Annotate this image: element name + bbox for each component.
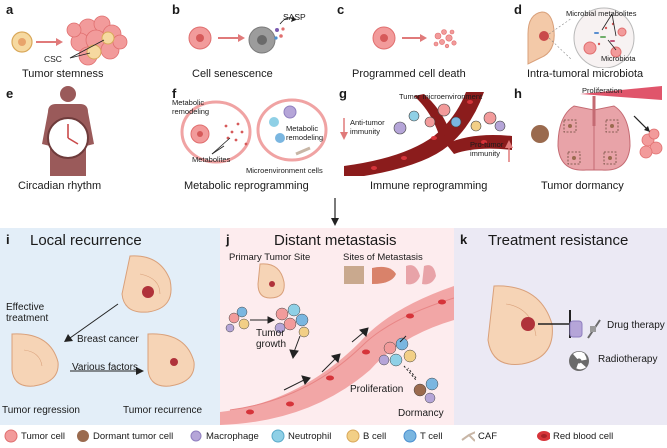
various-factors-label: Various factors	[72, 362, 138, 373]
proliferation-bottom-label: Proliferation	[350, 384, 404, 395]
microbiota-label: Microbiota	[601, 54, 636, 63]
b-cell-icon	[346, 429, 360, 443]
circadian-rhythm-caption: Circadian rhythm	[18, 180, 102, 192]
radiotherapy-label: Radiotherapy	[598, 354, 658, 365]
drug-therapy-icon	[569, 319, 601, 339]
panel-g-letter: g	[339, 86, 347, 101]
legend-label-red-blood-cell: Red blood cell	[553, 430, 614, 442]
legend-label-caf: CAF	[478, 430, 497, 442]
circadian-rhythm-illustration	[42, 86, 94, 176]
tumor-dormancy-illustration	[531, 86, 663, 171]
microbial-metabolites-label: Microbial metabolites	[566, 9, 637, 18]
primary-tumor-site-label: Primary Tumor Site	[229, 252, 311, 263]
cell-senescence-illustration	[188, 16, 296, 54]
red-blood-cell-icon	[537, 431, 550, 441]
t-cell-icon	[403, 429, 417, 443]
legend-item-macrophage: Macrophage	[189, 429, 259, 443]
legend-label-tumor-cell: Tumor cell	[21, 430, 65, 442]
proliferation-label: Proliferation	[582, 86, 623, 95]
tumor-cell-icon	[4, 429, 18, 443]
sasp-label: SASP	[283, 12, 306, 22]
legend-item-caf: CAF	[461, 429, 497, 443]
cell-senescence-caption: Cell senescence	[192, 68, 273, 80]
legend-label-t-cell: T cell	[420, 430, 443, 442]
panel-e-letter: e	[6, 86, 14, 101]
programmed-cell-death-caption: Programmed cell death	[352, 68, 466, 80]
legend-item-dormant-tumor-cell: Dormant tumor cell	[76, 429, 173, 443]
metabolic-reprogramming-caption: Metabolic reprogramming	[184, 180, 309, 192]
neutrophil-icon	[271, 429, 285, 443]
legend-item-tumor-cell: Tumor cell	[4, 429, 65, 443]
programmed-cell-death-illustration	[372, 26, 457, 50]
distant-metastasis-title: Distant metastasis	[274, 232, 397, 249]
legend-label-macrophage: Macrophage	[206, 430, 259, 442]
panel-b-letter: b	[172, 2, 180, 17]
dormant-tumor-cell-icon	[77, 430, 89, 442]
sites-of-metastasis-label: Sites of Metastasis	[343, 252, 423, 263]
immune-reprogramming-caption: Immune reprogramming	[370, 180, 488, 192]
tumor-growth-label: Tumor growth	[256, 328, 287, 350]
tumor-recurrence-label: Tumor recurrence	[123, 405, 203, 416]
immune-reprogramming-illustration	[344, 92, 512, 176]
local-recurrence-panel	[0, 228, 220, 425]
cell-type-legend: Tumor cell Dormant tumor cell Macrophage…	[0, 425, 667, 448]
dormancy-label: Dormancy	[398, 408, 444, 419]
breast-cancer-label: Breast cancer	[77, 334, 139, 345]
legend-label-dormant-tumor-cell: Dormant tumor cell	[93, 430, 174, 442]
pro-tumor-up-arrow-icon	[505, 140, 513, 162]
panel-j-letter: j	[226, 232, 230, 247]
panel-f-letter: f	[172, 86, 177, 101]
intratumoral-microbiota-caption: Intra-tumoral microbiota	[527, 68, 644, 80]
radiotherapy-icon	[569, 351, 589, 371]
caf-icon	[461, 431, 475, 442]
legend-item-b-cell: B cell	[346, 429, 386, 443]
tumor-regression-label: Tumor regression	[2, 405, 80, 416]
drug-therapy-label: Drug therapy	[607, 320, 665, 331]
metabolic-remodeling-right-label: Metabolic remodeling	[286, 124, 324, 142]
csc-label: CSC	[44, 54, 62, 64]
microenvironment-cells-label: Microenvironment cells	[246, 166, 323, 175]
panel-h-letter: h	[514, 86, 522, 101]
local-recurrence-illustration	[11, 255, 195, 387]
tumor-microenvironment-label: Tumor microenvironment	[399, 92, 483, 101]
treatment-resistance-title: Treatment resistance	[488, 232, 629, 249]
legend-label-b-cell: B cell	[363, 430, 387, 442]
macrophage-icon	[190, 430, 202, 442]
metabolic-remodeling-left-label: Metabolic remodeling	[172, 98, 210, 116]
pro-tumor-immunity-label: Pro-tumor immunity	[470, 140, 504, 158]
legend-item-t-cell: T cell	[403, 429, 443, 443]
metabolites-label: Metabolites	[192, 155, 231, 164]
panel-c-letter: c	[337, 2, 345, 17]
metabolic-reprogramming-illustration	[180, 98, 328, 164]
intratumoral-microbiota-illustration	[527, 7, 635, 68]
tumor-stemness-illustration	[11, 15, 128, 66]
down-connector-arrow-icon	[331, 198, 339, 226]
tumor-dormancy-caption: Tumor dormancy	[541, 180, 624, 192]
anti-tumor-immunity-label: Anti-tumor immunity	[350, 118, 385, 136]
legend-item-neutrophil: Neutrophil	[271, 429, 331, 443]
distant-metastasis-illustration	[220, 263, 454, 425]
local-recurrence-title: Local recurrence	[30, 232, 142, 249]
panel-d-letter: d	[514, 2, 522, 17]
effective-treatment-label: Effective treatment	[6, 302, 49, 324]
anti-tumor-down-arrow-icon	[340, 118, 348, 140]
legend-label-neutrophil: Neutrophil	[288, 430, 332, 442]
legend-item-red-blood-cell: Red blood cell	[536, 429, 613, 443]
panel-k-letter: k	[460, 232, 468, 247]
panel-i-letter: i	[6, 232, 10, 247]
panel-a-letter: a	[6, 2, 14, 17]
tumor-stemness-caption: Tumor stemness	[22, 68, 104, 80]
